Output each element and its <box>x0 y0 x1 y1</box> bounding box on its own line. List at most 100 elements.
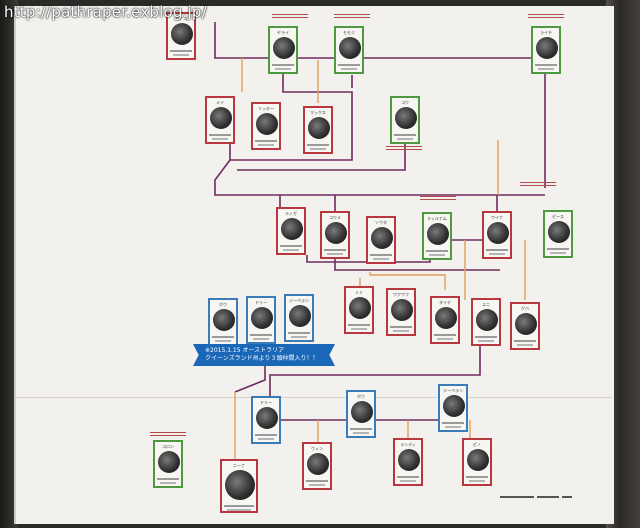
koala-name: メイ <box>216 100 224 105</box>
birth-date-mark <box>445 426 461 428</box>
birth-date-mark <box>255 140 277 142</box>
birth-date-mark <box>400 480 416 482</box>
arrival-banner: ※2015.1.15 オーストラリア クイーンズランド州より３頭仲間入り！！ <box>193 344 335 366</box>
birth-date-mark <box>394 134 416 136</box>
birth-date-mark <box>307 144 329 146</box>
birth-note <box>520 182 556 189</box>
birth-date-mark <box>550 252 566 254</box>
birth-note <box>334 14 370 21</box>
koala-name: コウ <box>401 100 409 105</box>
birth-date-mark <box>351 328 367 330</box>
koala-photo <box>289 305 311 327</box>
birth-date-mark <box>514 340 536 342</box>
birth-date-mark <box>434 334 456 336</box>
koala-card: ランディ <box>393 438 423 486</box>
koala-name: ワイナ <box>491 215 503 220</box>
birth-note <box>272 14 308 21</box>
koala-card: ユニ <box>471 298 501 346</box>
koala-name: ミミ <box>355 290 363 295</box>
koala-card: メイ <box>205 96 235 144</box>
birth-date-mark <box>393 330 409 332</box>
koala-card: モモジ <box>334 26 364 74</box>
koala-card: ソウタ <box>366 216 396 264</box>
birth-date-mark <box>258 144 274 146</box>
birth-date-mark <box>212 336 234 338</box>
birth-date-mark <box>350 428 372 430</box>
birth-note <box>420 196 456 203</box>
koala-photo <box>391 299 413 321</box>
koala-name: ユニ <box>482 302 490 307</box>
koala-card: ライチ <box>531 26 561 74</box>
birth-date-mark <box>224 505 254 507</box>
koala-name: ピース <box>552 214 564 219</box>
birth-date-mark <box>258 438 274 440</box>
koala-name: ドリー <box>255 300 267 305</box>
koala-photo <box>487 222 509 244</box>
koala-card: ミミ <box>344 286 374 334</box>
birth-date-mark <box>442 422 464 424</box>
koala-name: ワクワク <box>393 292 409 297</box>
koala-name: ボウ <box>357 394 365 399</box>
line-orange-4 <box>369 272 446 290</box>
birth-date-mark <box>306 480 328 482</box>
birth-date-mark <box>390 326 412 328</box>
watermark-url: http://pathraper.exblog.jp/ <box>4 3 207 21</box>
koala-card: タイチ <box>430 296 460 344</box>
koala-card: ウィン <box>302 442 332 490</box>
koala-photo <box>171 23 193 45</box>
koala-name: ライチ <box>540 30 552 35</box>
koala-card: コウメ <box>320 211 350 259</box>
koala-name: ゲバ <box>521 306 529 311</box>
birth-date-mark <box>310 148 326 150</box>
line-purple-10 <box>334 255 500 271</box>
koala-name: ハナコ <box>175 16 187 21</box>
birth-date-mark <box>157 478 179 480</box>
birth-date-mark <box>437 338 453 340</box>
birth-date-mark <box>478 340 494 342</box>
birth-date-mark <box>327 253 343 255</box>
birth-date-mark <box>170 50 192 52</box>
koala-name: ティガ <box>285 211 297 216</box>
koala-name: ボウ <box>219 302 227 307</box>
koala-card: ボウ <box>346 390 376 438</box>
birth-date-mark <box>338 64 360 66</box>
koala-photo <box>225 470 255 500</box>
koala-card: ティルナム <box>422 212 452 260</box>
koala-photo <box>158 451 180 473</box>
koala-photo <box>351 401 373 423</box>
koala-name: ウィン <box>311 446 323 451</box>
birth-date-mark <box>469 480 485 482</box>
koala-card: コロン <box>153 440 183 488</box>
banner-line-1: ※2015.1.15 オーストラリア <box>205 347 285 354</box>
koala-card: ワクワク <box>386 288 416 336</box>
koala-name: ピノ <box>473 442 481 447</box>
birth-date-mark <box>255 434 277 436</box>
birth-date-mark <box>348 324 370 326</box>
display-frame-left <box>0 0 18 528</box>
koala-name: コロン <box>162 444 174 449</box>
koala-card: ゲバ <box>510 302 540 350</box>
birth-date-mark <box>538 68 554 70</box>
birth-date-mark <box>370 254 392 256</box>
koala-card: ハナコ <box>166 12 196 60</box>
koala-photo <box>395 107 417 129</box>
koala-photo <box>427 223 449 245</box>
birth-date-mark <box>272 64 294 66</box>
koala-name: ヤライ <box>277 30 289 35</box>
koala-card: リッキー <box>251 102 281 150</box>
birth-date-mark <box>517 344 533 346</box>
koala-card: ピノ <box>462 438 492 486</box>
board-seam <box>14 397 612 398</box>
birth-date-mark <box>426 250 448 252</box>
koala-card: ドリー <box>251 396 281 444</box>
birth-date-mark <box>353 432 369 434</box>
birth-date-mark <box>466 476 488 478</box>
koala-photo <box>213 309 235 331</box>
koala-card: ボウ <box>208 298 238 346</box>
koala-name: ティルナム <box>427 216 447 221</box>
koala-name: ドリー <box>260 400 272 405</box>
koala-card: ニーナ <box>220 459 258 513</box>
birth-date-mark <box>429 254 445 256</box>
koala-name: コウメ <box>329 215 341 220</box>
koala-photo <box>325 222 347 244</box>
